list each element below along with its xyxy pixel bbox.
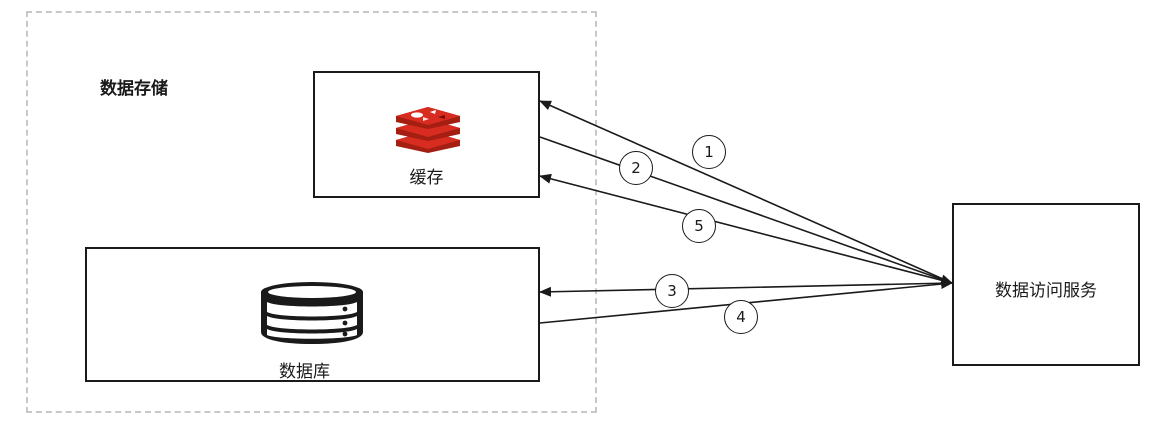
step-badge-3: 3: [655, 274, 689, 308]
data-access-service-label: 数据访问服务: [995, 281, 1097, 301]
cache-label: 缓存: [409, 168, 444, 188]
arrow-5-service-to-cache: [539, 173, 953, 284]
arrow-3-service-to-database: [539, 282, 953, 297]
step-badge-5: 5: [682, 209, 716, 243]
database-label: 数据库: [279, 362, 330, 382]
redis-icon: [396, 107, 460, 153]
arrow-1-service-to-cache: [539, 100, 953, 284]
step-badge-4: 4: [724, 300, 758, 334]
arrow-2-cache-to-service: [539, 136, 953, 285]
data-access-service-node: 数据访问服务: [952, 203, 1140, 366]
database-icon: [261, 282, 363, 344]
step-badge-2: 2: [619, 151, 653, 185]
cache-node: 缓存: [313, 71, 540, 198]
storage-group-title: 数据存储: [100, 79, 168, 99]
step-badge-1: 1: [692, 135, 726, 169]
database-node: 数据库: [85, 247, 540, 382]
storage-group-boundary: [26, 11, 597, 413]
